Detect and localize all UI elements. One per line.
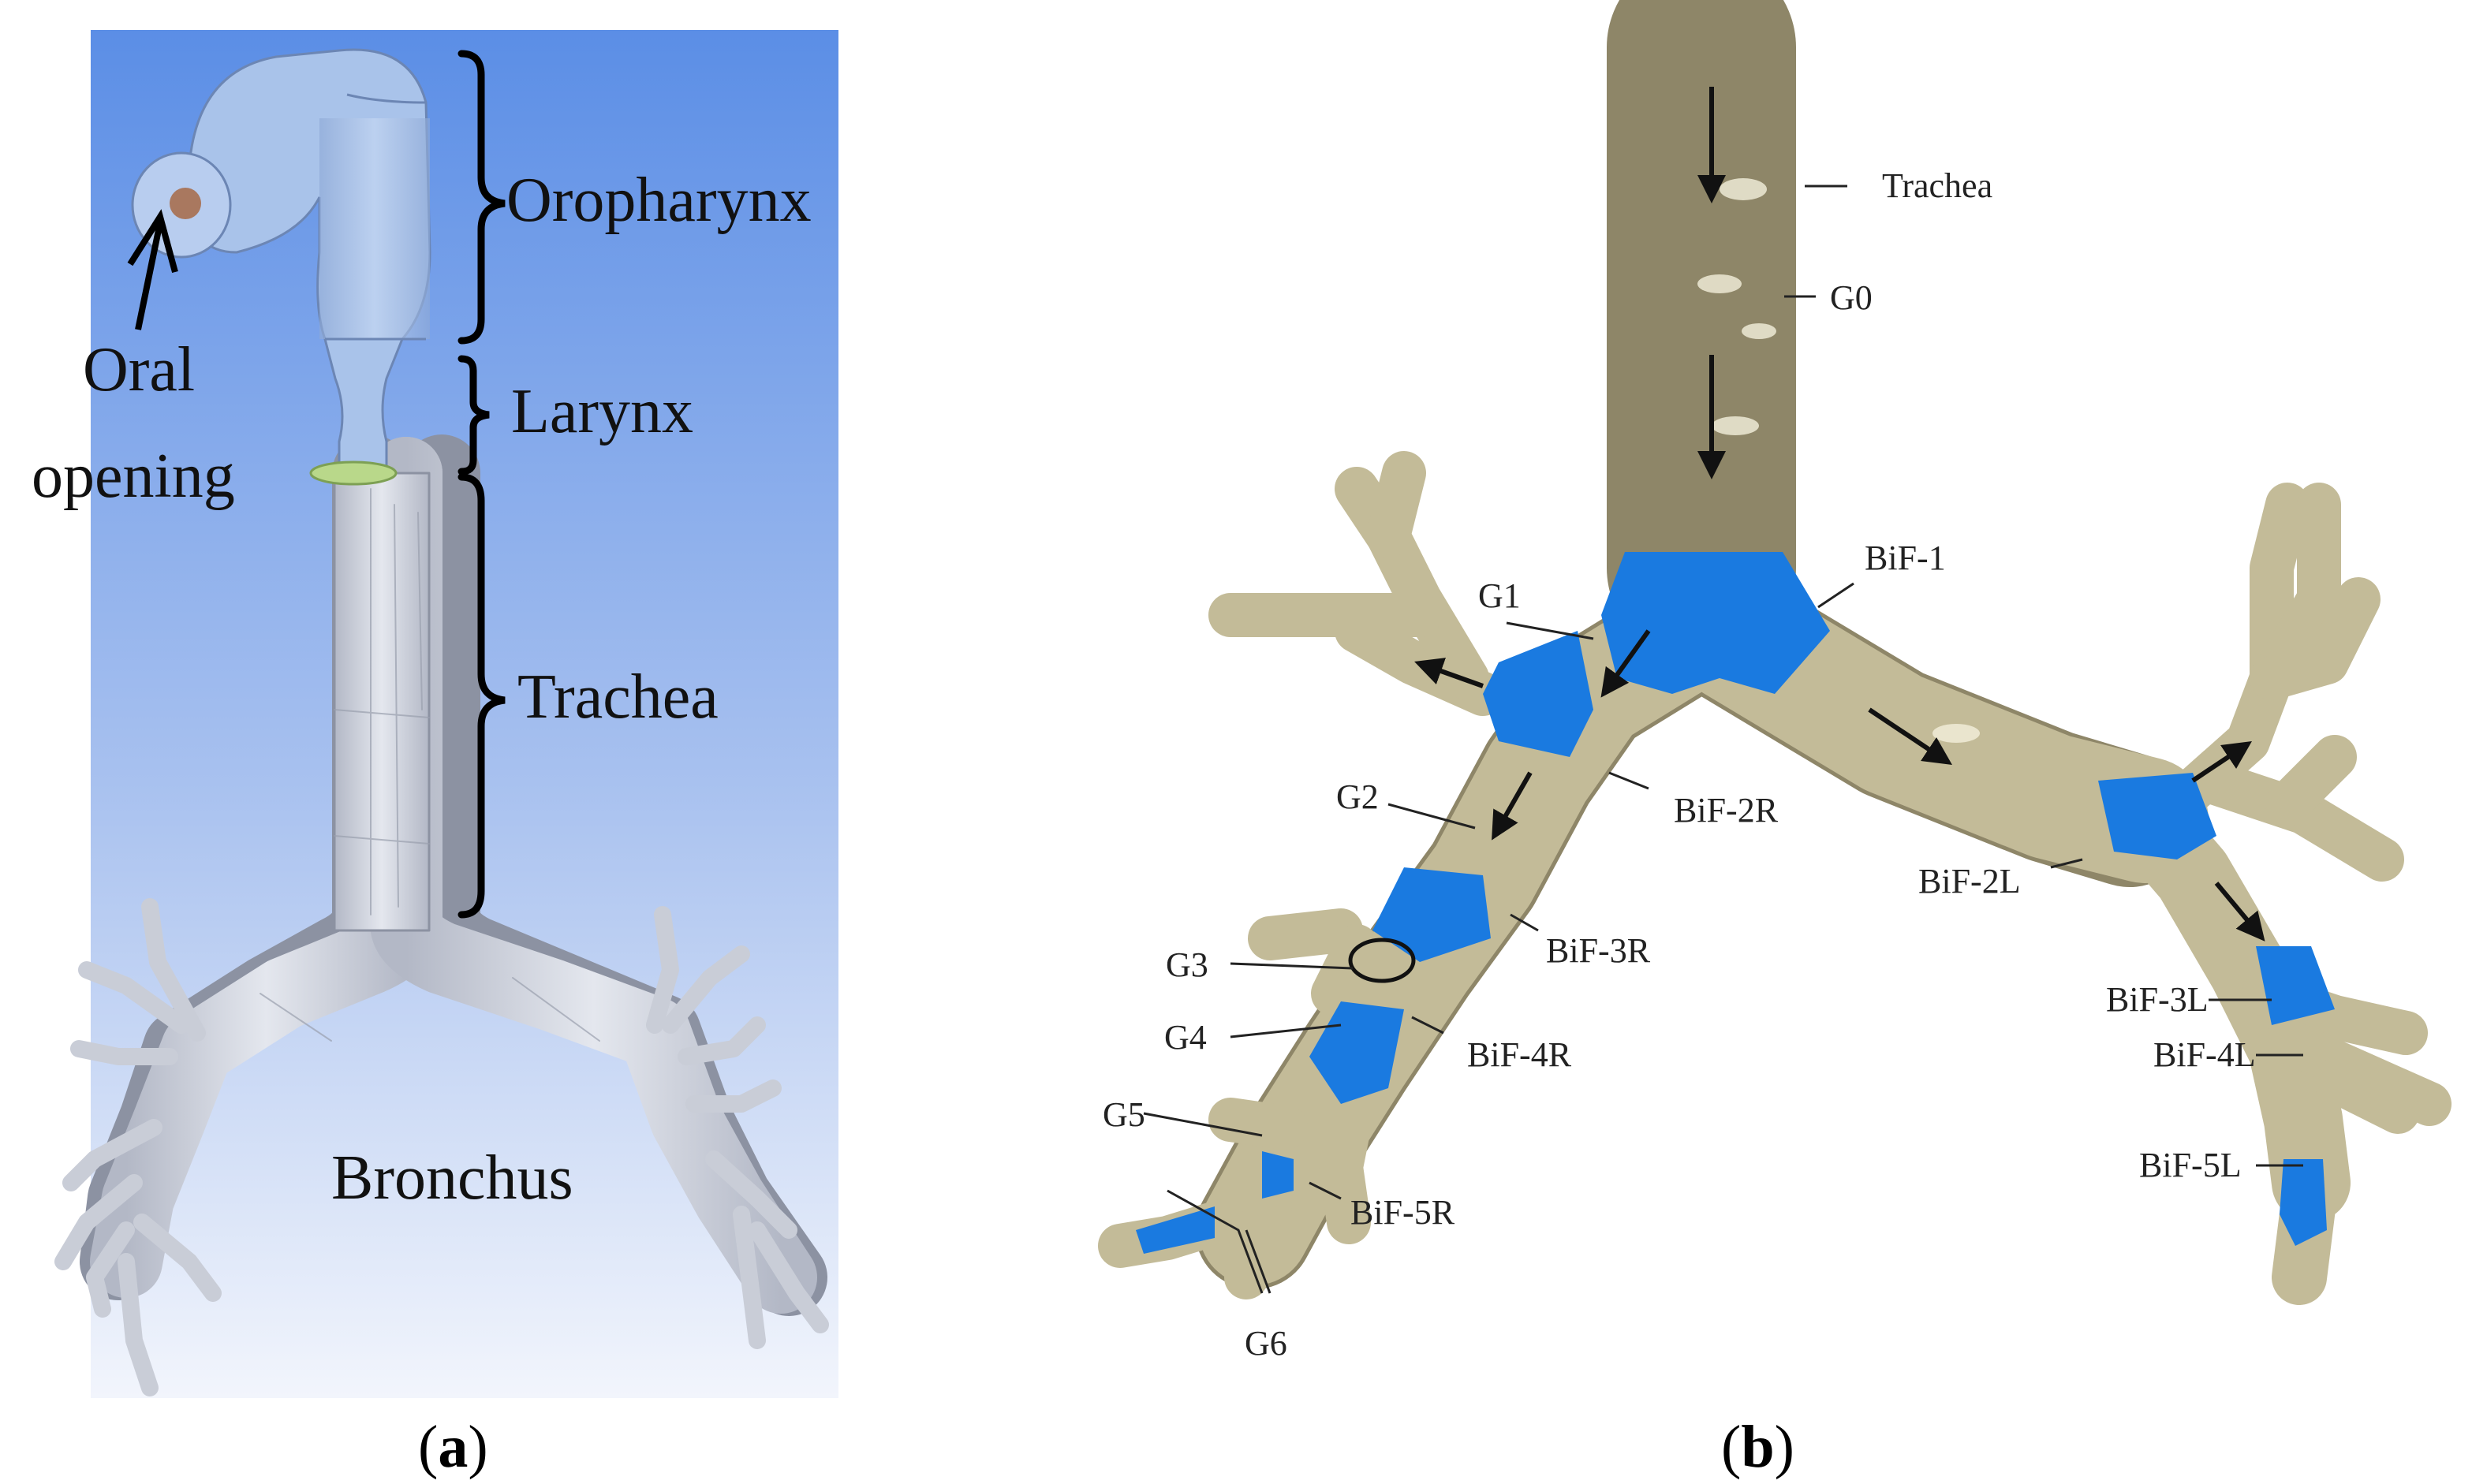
label-bif-3l: BiF-3L [2106, 980, 2209, 1019]
label-opening: opening [32, 442, 235, 511]
flow-arrow-left-lower [2214, 882, 2265, 941]
panel-b: Trachea G0 BiF-1 G1 G2 BiF-2R BiF-2L BiF… [1098, 0, 2452, 1480]
flow-arrows [1414, 87, 2265, 941]
zone-bif-2l [2098, 773, 2216, 859]
panel-label-b: (b) [1721, 1414, 1794, 1480]
panel-a-braces [457, 50, 506, 919]
bifurcation-zones [1136, 552, 2335, 1254]
label-bif-2l: BiF-2L [1918, 862, 2021, 900]
oral-opening-disc [170, 188, 201, 219]
label-bif-1: BiF-1 [1865, 539, 1946, 577]
label-larynx: Larynx [511, 377, 693, 446]
label-bif-4l: BiF-4L [2153, 1035, 2256, 1074]
zone-bif-2r [1483, 631, 1593, 757]
flow-arrow-g1 [1600, 629, 1651, 698]
panel-label-a: (a) [418, 1414, 488, 1480]
zone-bif-5r-branch [1136, 1206, 1215, 1254]
panel-a-lower-airway [54, 434, 829, 1396]
brace-trachea [457, 473, 506, 919]
label-oral: Oral [83, 335, 195, 405]
label-trachea-b: Trachea [1882, 166, 1992, 205]
label-g0: G0 [1830, 278, 1873, 317]
oral-opening-arrow [135, 222, 163, 330]
flow-arrow-upper-right [1414, 658, 1484, 688]
brace-oropharynx [457, 50, 506, 345]
flow-arrow-left-main [1868, 707, 1952, 765]
flow-arrow-left-upper [2191, 741, 2252, 783]
panel-a: Oropharynx Larynx Trachea Bronchus Oral … [32, 30, 838, 1480]
leader-lines [1143, 185, 2303, 1294]
label-bif-4r: BiF-4R [1467, 1035, 1572, 1074]
label-bif-5l: BiF-5L [2139, 1146, 2242, 1184]
g3-loop [1348, 938, 1416, 983]
label-bif-2r: BiF-2R [1674, 791, 1779, 830]
label-g4: G4 [1164, 1018, 1207, 1057]
brace-larynx [457, 355, 490, 475]
zone-bif-5r [1262, 1151, 1294, 1199]
zone-bif-3r [1372, 867, 1491, 962]
label-bif-3r: BiF-3R [1546, 931, 1651, 970]
panel-a-upper-airway [131, 48, 431, 486]
label-bronchus: Bronchus [331, 1143, 573, 1213]
label-oropharynx: Oropharynx [506, 166, 812, 235]
panel-b-airway-tree [1098, 0, 2452, 1305]
label-g1: G1 [1478, 576, 1521, 615]
label-bif-5r: BiF-5R [1350, 1193, 1455, 1232]
panel-b-labels: Trachea G0 BiF-1 G1 G2 BiF-2R BiF-2L BiF… [1103, 166, 2256, 1363]
label-g3: G3 [1166, 945, 1208, 984]
zone-bif-5l [2280, 1159, 2327, 1246]
larynx-ring [309, 460, 398, 486]
label-trachea-a: Trachea [517, 662, 719, 732]
label-g6: G6 [1245, 1324, 1287, 1363]
flow-arrow-g2 [1492, 771, 1533, 841]
label-g2: G2 [1336, 777, 1379, 816]
zone-bif-1 [1601, 552, 1830, 694]
label-g5: G5 [1103, 1095, 1145, 1134]
zone-bif-3l [2256, 946, 2335, 1025]
